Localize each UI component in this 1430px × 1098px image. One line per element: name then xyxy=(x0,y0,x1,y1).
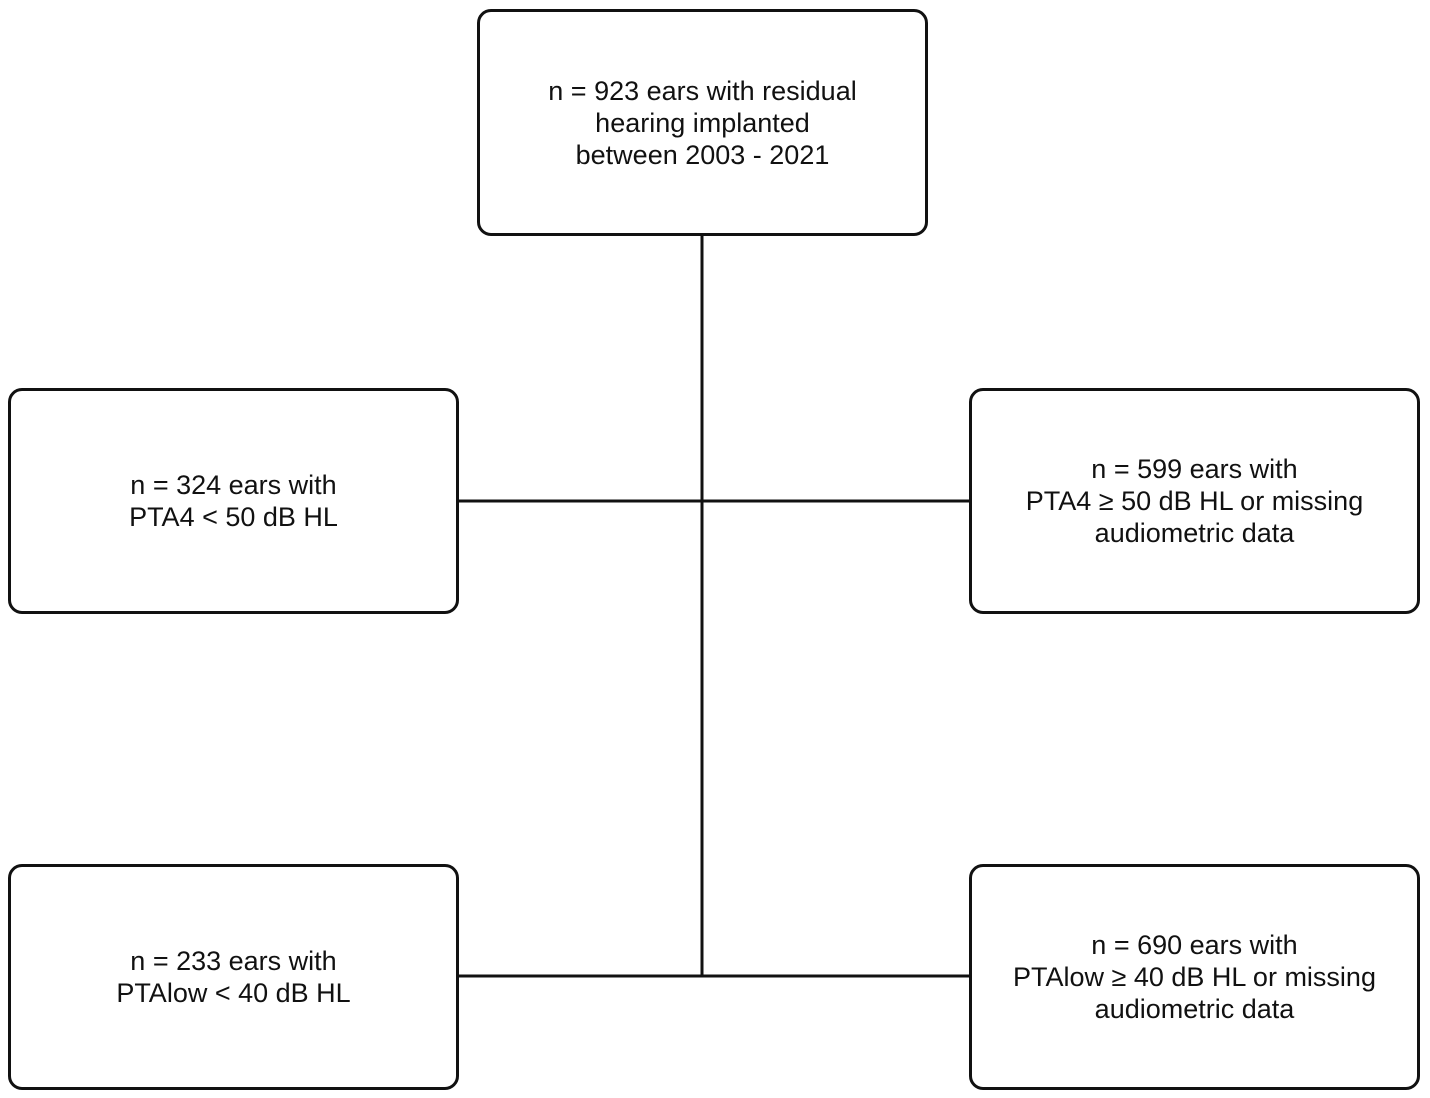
ptalow-above-text: n = 690 ears with PTAlow ≥ 40 dB HL or m… xyxy=(1013,929,1376,1025)
pta4-above-line-3: audiometric data xyxy=(1094,518,1295,548)
pta4-below-box: n = 324 ears with PTA4 < 50 dB HL xyxy=(8,388,459,614)
ptalow-above-box: n = 690 ears with PTAlow ≥ 40 dB HL or m… xyxy=(969,864,1420,1090)
ptalow-below-line-1: n = 233 ears with xyxy=(130,946,337,976)
pta4-above-line-2: PTA4 ≥ 50 dB HL or missing xyxy=(1025,486,1364,516)
ptalow-above-line-2: PTAlow ≥ 40 dB HL or missing xyxy=(1013,962,1376,992)
ptalow-below-text: n = 233 ears with PTAlow < 40 dB HL xyxy=(116,945,350,1009)
total-ears-line-1: n = 923 ears with residual xyxy=(548,75,857,106)
pta4-above-line-1: n = 599 ears with xyxy=(1091,454,1298,484)
ptalow-above-line-1: n = 690 ears with xyxy=(1091,930,1298,960)
ptalow-above-line-3: audiometric data xyxy=(1094,994,1295,1024)
ptalow-below-box: n = 233 ears with PTAlow < 40 dB HL xyxy=(8,864,459,1090)
pta4-above-text: n = 599 ears with PTA4 ≥ 50 dB HL or mis… xyxy=(1026,453,1363,549)
total-ears-text: n = 923 ears with residual hearing impla… xyxy=(548,75,856,171)
pta4-below-line-2: PTA4 < 50 dB HL xyxy=(129,502,338,532)
total-ears-box: n = 923 ears with residual hearing impla… xyxy=(477,9,928,236)
ptalow-below-line-2: PTAlow < 40 dB HL xyxy=(116,978,351,1008)
total-ears-line-3: between 2003 - 2021 xyxy=(575,139,830,170)
pta4-above-box: n = 599 ears with PTA4 ≥ 50 dB HL or mis… xyxy=(969,388,1420,614)
pta4-below-line-1: n = 324 ears with xyxy=(130,470,337,500)
pta4-below-text: n = 324 ears with PTA4 < 50 dB HL xyxy=(129,469,338,533)
total-ears-line-2: hearing implanted xyxy=(595,107,810,138)
